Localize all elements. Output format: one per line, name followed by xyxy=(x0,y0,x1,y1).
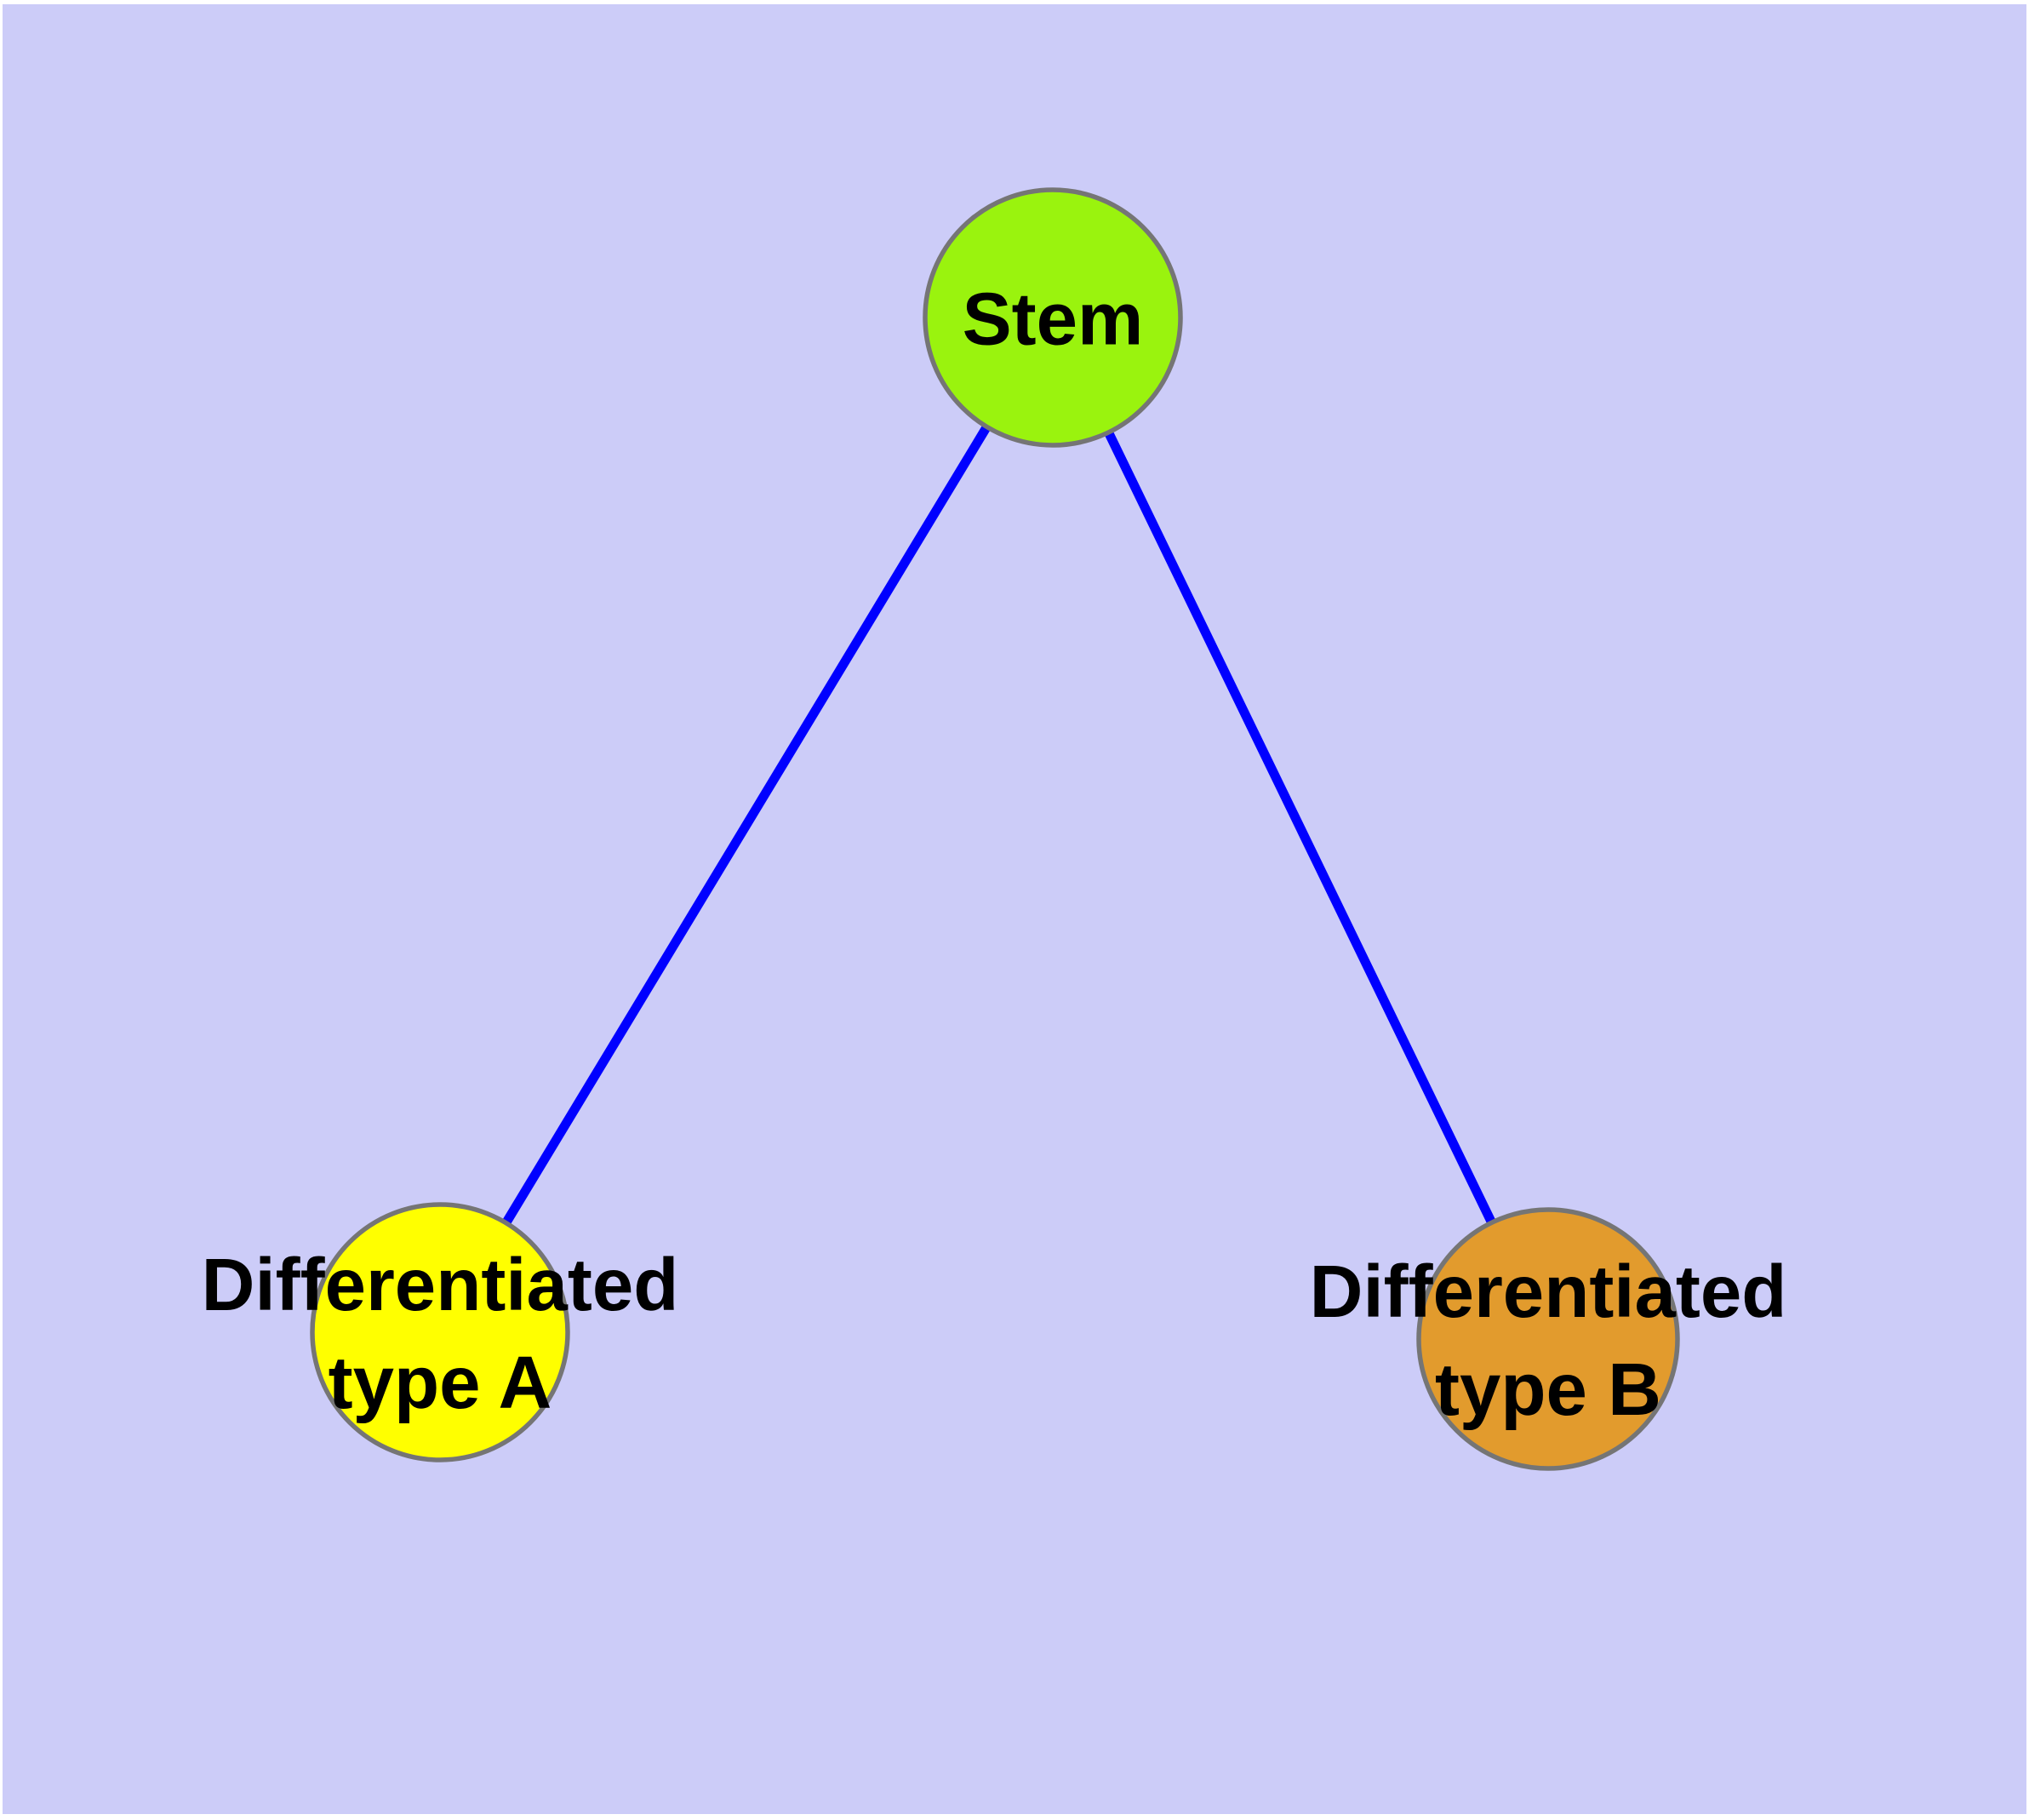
edge-stem-to-type-a xyxy=(436,315,1057,1335)
node-type-a xyxy=(310,1202,570,1462)
node-type-b xyxy=(1416,1207,1680,1471)
node-type-a-circle xyxy=(310,1202,570,1462)
node-type-b-circle xyxy=(1416,1207,1680,1471)
edge-stem-to-type-b xyxy=(1049,315,1552,1342)
node-stem-circle xyxy=(923,187,1183,448)
node-stem xyxy=(923,187,1183,448)
